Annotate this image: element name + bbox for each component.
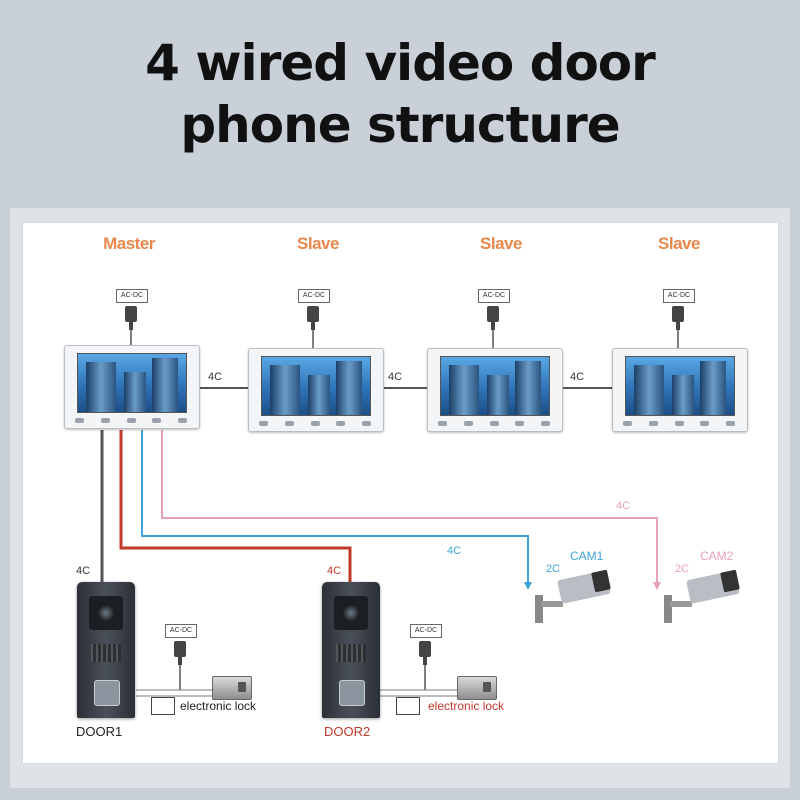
role-slave-1: Slave xyxy=(297,234,339,253)
door-camera xyxy=(89,596,123,630)
lock-symbol-1-icon xyxy=(151,697,175,715)
door-speaker xyxy=(91,644,121,662)
door-speaker xyxy=(336,644,366,662)
power-label-4: AC-DC xyxy=(663,289,695,303)
call-button-icon xyxy=(339,680,365,706)
electronic-lock-2-icon xyxy=(457,676,497,700)
monitor-screen xyxy=(261,356,371,416)
door-camera xyxy=(334,596,368,630)
camera-1-icon xyxy=(535,569,611,623)
cam1-2c-label: 2C xyxy=(546,563,561,575)
role-master: Master xyxy=(103,234,155,253)
bus-label-1: 4C xyxy=(208,371,223,383)
call-button-icon xyxy=(94,680,120,706)
power-label-3: AC-DC xyxy=(478,289,510,303)
title-line-1: 4 wired video door xyxy=(145,34,656,92)
monitor-slave-3 xyxy=(612,348,748,432)
monitor-screen xyxy=(625,356,735,416)
diagram-panel xyxy=(22,222,779,764)
cam2-wire-label: 4C xyxy=(616,500,631,512)
cam1-label: CAM1 xyxy=(570,549,604,563)
role-slave-3: Slave xyxy=(658,234,700,253)
lock2-label: electronic lock xyxy=(428,699,505,713)
cam2-label: CAM2 xyxy=(700,549,734,563)
bus-label-3: 4C xyxy=(570,371,585,383)
power-label-door2: AC-DC xyxy=(410,624,442,638)
cam2-2c-label: 2C xyxy=(675,563,690,575)
lock1-label: electronic lock xyxy=(180,699,257,713)
monitor-screen xyxy=(77,353,187,413)
cam1-wire-label: 4C xyxy=(447,545,462,557)
lock-symbol-2-icon xyxy=(396,697,420,715)
electronic-lock-1-icon xyxy=(212,676,252,700)
door2-wire-label: 4C xyxy=(327,565,342,577)
page-title: 4 wired video door phone structure xyxy=(0,32,800,156)
door2-label: DOOR2 xyxy=(324,724,371,739)
title-line-2: phone structure xyxy=(180,96,620,154)
door-station-2 xyxy=(322,582,380,718)
door-station-1 xyxy=(77,582,135,718)
monitor-slave-2 xyxy=(427,348,563,432)
door1-wire-label: 4C xyxy=(76,565,91,577)
bus-label-2: 4C xyxy=(388,371,403,383)
power-label-1: AC-DC xyxy=(116,289,148,303)
monitor-master xyxy=(64,345,200,429)
door1-label: DOOR1 xyxy=(76,724,123,739)
power-label-door1: AC-DC xyxy=(165,624,197,638)
monitor-screen xyxy=(440,356,550,416)
role-slave-2: Slave xyxy=(480,234,522,253)
camera-2-icon xyxy=(664,569,740,623)
monitor-slave-1 xyxy=(248,348,384,432)
power-label-2: AC-DC xyxy=(298,289,330,303)
